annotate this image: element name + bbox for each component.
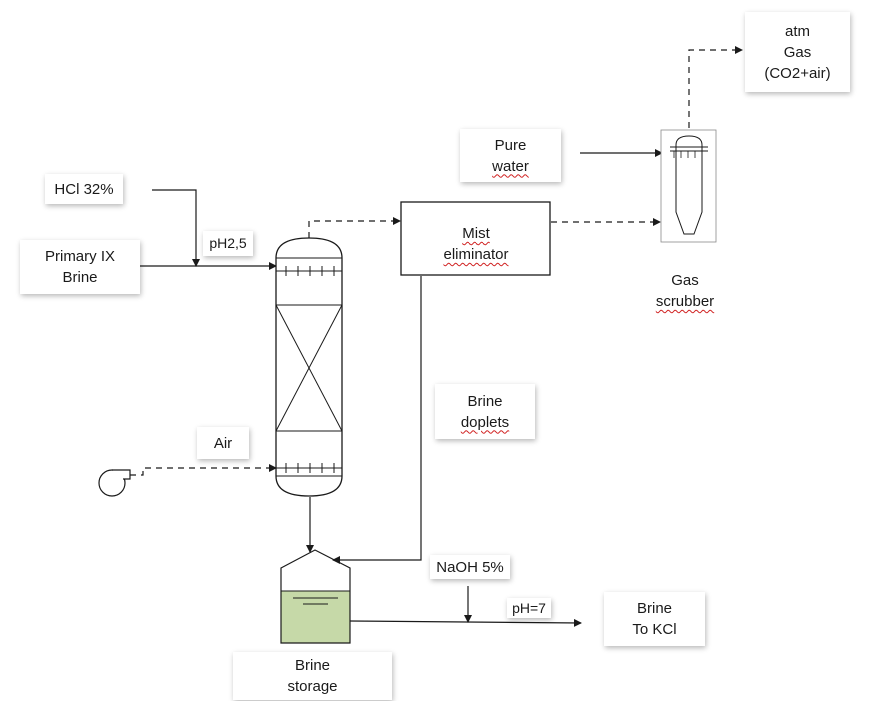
pure-water-label: Pure water [460,129,561,182]
primary-brine-text-1: Primary IX [44,248,115,265]
gas-text: Gas [783,43,812,61]
brine-droplets-text-2: doplets [460,413,510,431]
gas-scrubber-text-1: Gas [671,272,699,289]
pure-text: Pure [494,136,527,154]
co2-air-text: (CO2+air) [764,64,831,82]
column-overhead-gas-line [308,217,401,238]
brine-droplets-label: Brine doplets [435,384,535,439]
stripping-column [275,237,343,497]
brine-kcl-text-1: Brine [636,600,673,617]
naoh-text: NaOH 5% [436,558,504,576]
mist-eliminator-vessel [400,201,551,276]
ph-outlet-text: pH=7 [512,599,546,616]
atmosphere-gas-label: atm Gas (CO2+air) [745,12,850,92]
brine-droplets-text-1: Brine [467,392,503,410]
hcl-feed-line [152,189,200,267]
ph-inlet-text: pH2,5 [209,235,247,251]
gas-scrubber-label: Gas scrubber [625,264,745,318]
brine-kcl-text-2: To KCl [632,621,677,638]
mist-text: Mist [462,225,490,242]
naoh-label: NaOH 5% [430,555,510,579]
air-feed-line [130,464,277,476]
brine-storage-text-1: Brine [294,657,331,674]
water-text: water [492,157,529,175]
brine-to-kcl-line [349,618,582,627]
ph-inlet-label: pH2,5 [203,231,253,256]
air-blower-icon [98,469,131,497]
air-text: Air [213,434,233,452]
hcl-text: HCl 32% [54,180,114,198]
brine-droplets-return-line [332,276,422,564]
ph-outlet-label: pH=7 [507,598,551,618]
brine-to-kcl-label: Brine To KCl [604,592,705,646]
primary-brine-text-2: Brine [62,269,98,286]
mist-eliminator-label: Mist eliminator [420,222,532,266]
brine-storage-label: Brine storage [233,652,392,700]
air-label: Air [197,427,249,459]
brine-storage-tank [280,549,351,644]
brine-storage-text-2: storage [287,678,338,695]
primary-brine-label: Primary IX Brine [20,240,140,294]
scrubber-vent-line [688,46,743,128]
hcl-label: HCl 32% [45,174,123,204]
eliminator-text: eliminator [443,246,509,263]
gas-scrubber-vessel [660,129,717,243]
atm-text: atm [784,22,810,40]
gas-scrubber-text-2: scrubber [655,293,715,310]
